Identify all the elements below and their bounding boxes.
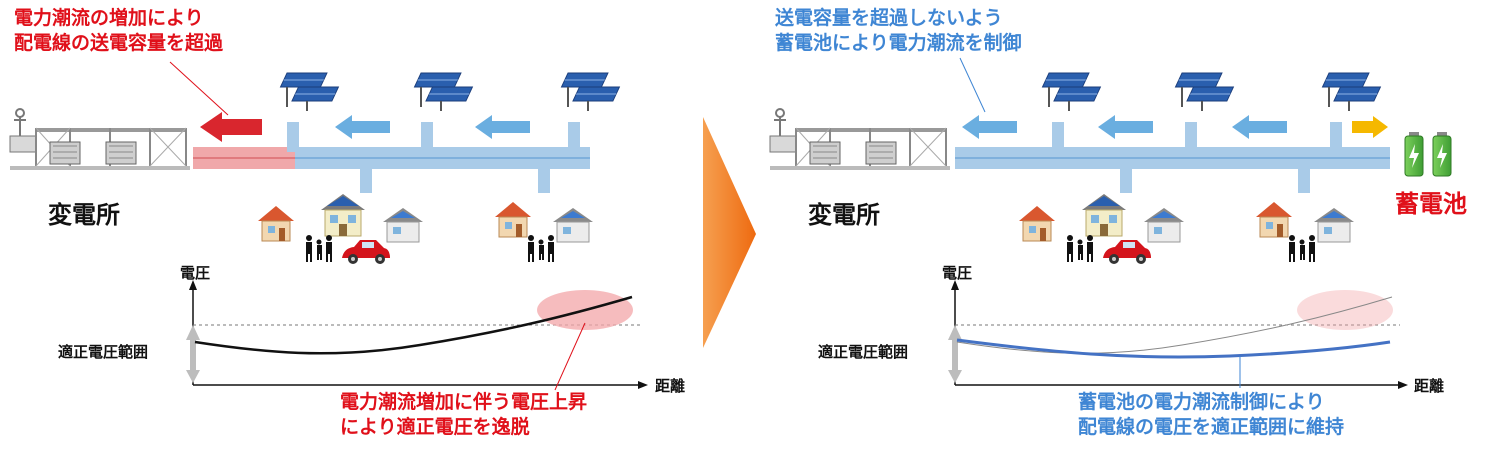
house-icon: [320, 193, 366, 237]
left-panel: [9, 61, 648, 391]
substation-icon: [9, 108, 191, 171]
house-icon: [1313, 207, 1355, 243]
callout-pointer: [169, 61, 229, 116]
battery-icon: [1404, 131, 1424, 177]
callout-line: 送電容量を超過しないよう: [775, 7, 1003, 29]
house-icon: [1081, 193, 1127, 237]
house-icon: [1018, 205, 1056, 242]
x-axis-label: 距離: [1414, 377, 1445, 395]
callout-line: 蓄電池により電力潮流を制御: [775, 32, 1022, 54]
voltage-curve-controlled: [956, 338, 1391, 359]
flow-arrow: [1232, 115, 1287, 139]
callout-line: により適正電圧を逸脱: [340, 416, 530, 438]
flow-arrow: [475, 115, 530, 139]
house-icon: [382, 207, 424, 243]
result-callout: 蓄電池の電力潮流制御により 配電線の電圧を適正範囲に維持: [1078, 390, 1344, 440]
house-icon: [257, 205, 295, 242]
voltage-curve-original: [956, 296, 1393, 354]
reverse-flow-arrow-large: [200, 112, 262, 142]
flow-arrow: [335, 115, 390, 139]
overload-callout: 電力潮流の増加により 配電線の送電容量を超過: [14, 6, 223, 56]
band-label: 適正電圧範囲: [818, 343, 909, 361]
car-icon: [342, 240, 390, 264]
flow-arrow: [1098, 115, 1153, 139]
voltage-chart-left: [186, 280, 648, 391]
family-icon: [1066, 234, 1094, 263]
battery-label: 蓄電池: [1395, 190, 1467, 218]
house-icon: [1143, 207, 1185, 243]
right-panel: [769, 57, 1452, 389]
solar-panel-icon: [276, 72, 343, 112]
substation-label: 変電所: [808, 201, 880, 229]
callout-line: 電力潮流増加に伴う電圧上昇: [340, 391, 588, 413]
solar-panel-icon: [1038, 72, 1105, 112]
x-axis-label: 距離: [655, 377, 686, 395]
control-callout: 送電容量を超過しないよう 蓄電池により電力潮流を制御: [775, 6, 1022, 56]
callout-line: 配電線の送電容量を超過: [14, 32, 224, 54]
solar-panel-icon: [1318, 72, 1385, 112]
house-icon: [1255, 201, 1293, 238]
substation-icon: [769, 108, 951, 171]
voltage-curve: [194, 295, 633, 355]
solar-panel-icon: [1171, 72, 1238, 112]
car-icon: [1103, 240, 1151, 264]
house-icon: [494, 201, 532, 238]
battery-icon: [1432, 131, 1452, 177]
voltage-chart-right: [948, 280, 1408, 389]
callout-line: 電力潮流の増加により: [14, 7, 204, 29]
flow-arrow: [962, 115, 1017, 139]
charge-arrow: [1352, 116, 1388, 138]
callout-line: 蓄電池の電力潮流制御により: [1078, 391, 1325, 413]
house-icon: [552, 207, 594, 243]
solar-panel-icon: [557, 72, 624, 112]
y-axis-label: 電圧: [180, 264, 211, 282]
family-icon: [1288, 234, 1316, 263]
family-icon: [305, 234, 333, 263]
solar-panel-icon: [410, 72, 477, 112]
family-icon: [527, 234, 555, 263]
transition-arrow: [703, 117, 756, 348]
voltage-callout: 電力潮流増加に伴う電圧上昇 により適正電圧を逸脱: [340, 390, 587, 440]
y-axis-label: 電圧: [942, 264, 973, 282]
callout-pointer: [959, 57, 986, 113]
callout-line: 配電線の電圧を適正範囲に維持: [1078, 416, 1345, 438]
band-label: 適正電圧範囲: [58, 343, 149, 361]
substation-label: 変電所: [48, 201, 120, 229]
